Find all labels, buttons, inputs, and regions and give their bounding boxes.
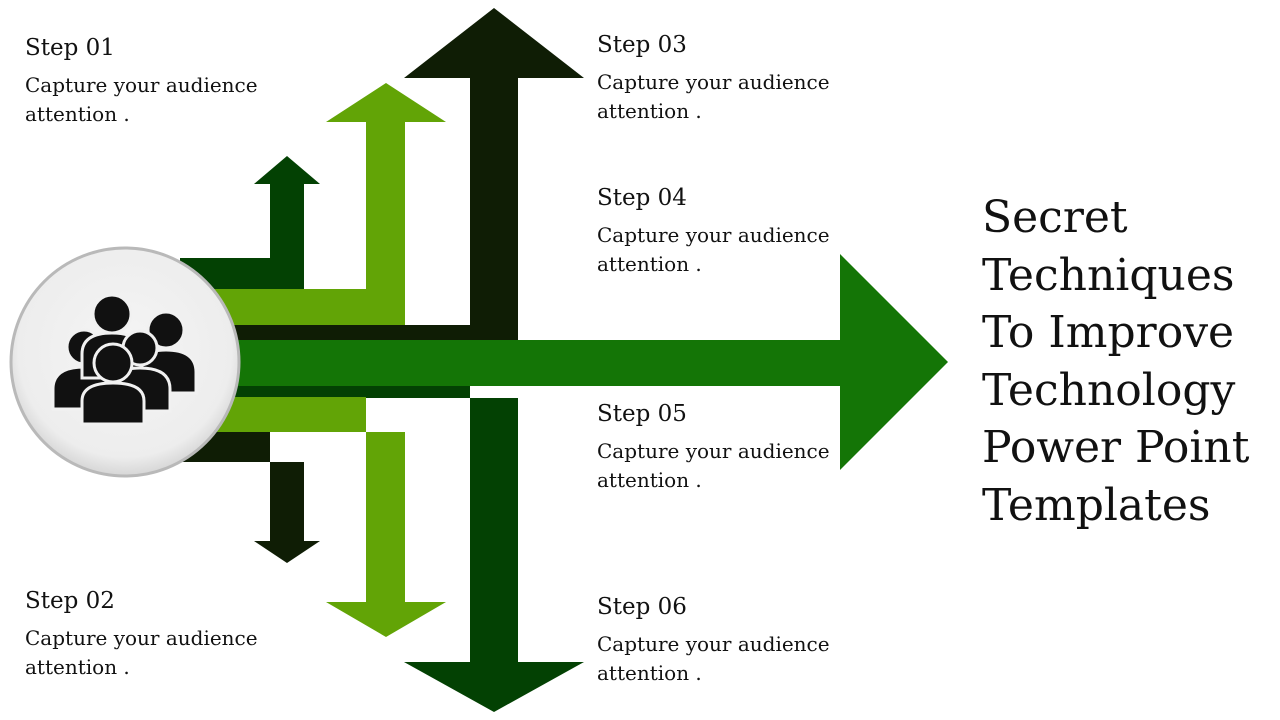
step-06-text: Capture your audience attention . — [597, 632, 830, 685]
arrow-step-03b-up — [180, 83, 446, 325]
step-04-title: Step 04 — [597, 185, 687, 211]
step-01-text: Capture your audience attention . — [25, 73, 258, 126]
step-06: Step 06 Capture your audience attention … — [597, 592, 857, 688]
step-04-text: Capture your audience attention . — [597, 223, 830, 276]
step-01: Step 01 Capture your audience attention … — [25, 33, 285, 129]
step-01-title: Step 01 — [25, 35, 115, 61]
step-06-title: Step 06 — [597, 594, 687, 620]
step-02: Step 02 Capture your audience attention … — [25, 586, 285, 682]
arrow-step-02-down — [180, 397, 446, 637]
step-03: Step 03 Capture your audience attention … — [597, 30, 857, 126]
arrow-step-01-up — [180, 156, 320, 289]
main-arrow-right — [205, 254, 948, 470]
step-04: Step 04 Capture your audience attention … — [597, 183, 857, 279]
step-05-text: Capture your audience attention . — [597, 439, 830, 492]
arrow-step-03-up — [180, 8, 584, 340]
step-05: Step 05 Capture your audience attention … — [597, 399, 857, 495]
step-05-title: Step 05 — [597, 401, 687, 427]
step-02-title: Step 02 — [25, 588, 115, 614]
people-group-icon — [51, 293, 198, 426]
step-03-title: Step 03 — [597, 32, 687, 58]
step-03-text: Capture your audience attention . — [597, 70, 830, 123]
arrow-step-06-down — [180, 384, 584, 712]
step-02-text: Capture your audience attention . — [25, 626, 258, 679]
slide-headline: Secret Techniques To Improve Technology … — [982, 192, 1250, 531]
arrow-step-02b-down — [180, 432, 320, 563]
